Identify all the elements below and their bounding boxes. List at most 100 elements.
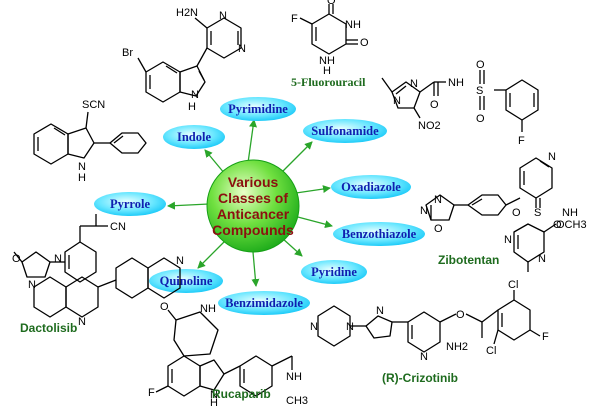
atom-o-4: O [476, 59, 485, 71]
atom-o-10: O [160, 301, 169, 313]
atom-n-7: N [434, 194, 442, 206]
structure-indole-thiocyanate: SCN N H [33, 99, 147, 184]
structure-bromoindole-pyrimidine: Br H2N N N N H [122, 7, 246, 113]
compound-label-fluorouracil: 5-Fluorouracil [291, 75, 366, 89]
atom-n-19: N [376, 305, 384, 317]
atom-cl-1: Cl [508, 279, 518, 291]
atom-n-13: N [54, 253, 62, 265]
arrow-pyrrole [167, 201, 210, 210]
atom-h2n: H2N [176, 7, 198, 19]
class-benzothiazole: Benzothiazole [333, 222, 425, 246]
class-label-indole: Indole [177, 130, 211, 144]
atom-n-15: N [176, 255, 184, 267]
atom-cn: CN [110, 221, 126, 233]
class-label-benzothiazole: Benzothiazole [342, 227, 417, 241]
atom-o-3: O [430, 99, 439, 111]
atom-nh-1: NH [345, 19, 361, 31]
structure-dactolisib: O CN N N N N Dactolisib [12, 214, 184, 335]
atom-br: Br [122, 47, 133, 59]
atom-o-2: O [360, 37, 369, 49]
class-label-pyrrole: Pyrrole [110, 197, 150, 211]
atom-n-2: N [238, 43, 246, 55]
hub-circle: Various Classes of Anticancer Compounds [206, 159, 300, 253]
atom-n-20: N [420, 351, 428, 363]
atom-h-3: H [78, 172, 86, 184]
atom-n-14: N [78, 316, 86, 328]
arrow-oxadiazole [295, 185, 331, 194]
compound-label-rucaparib: Rucaparib [212, 387, 271, 401]
atom-och3: OCH3 [556, 219, 587, 231]
atom-n-4: N [393, 95, 401, 107]
atom-n-11: N [538, 253, 546, 265]
class-label-pyrimidine: Pyrimidine [228, 102, 288, 116]
arrow-pyridine [281, 237, 303, 257]
class-label-benzimidazole: Benzimidazole [225, 296, 303, 310]
atom-n-1: N [219, 10, 227, 22]
atom-h-2: H [323, 65, 331, 77]
atom-cl-2: Cl [486, 345, 496, 357]
class-label-pyridine: Pyridine [311, 265, 357, 279]
class-indole: Indole [163, 125, 225, 149]
atom-nh-2: NH [319, 55, 335, 67]
atom-h-1: H [188, 101, 196, 113]
atom-o-5: O [476, 113, 485, 125]
atom-n-8: N [420, 205, 428, 217]
class-sulfonamide: Sulfonamide [303, 119, 387, 143]
structure-crizotinib: N N N N NH2 O Cl Cl F (R)-Crizotinib [310, 279, 549, 385]
class-pyridine: Pyridine [301, 260, 367, 284]
atom-o-8: O [553, 219, 562, 231]
atom-scn: SCN [82, 99, 105, 111]
arrow-sulfonamide [281, 141, 313, 173]
atom-f-3: F [148, 387, 155, 399]
structure-rucaparib: O NH F N H NH CH3 Rucaparib [148, 301, 308, 409]
structure-5-fluorouracil: O O F NH NH H 5-Fluorouracil [291, 0, 369, 89]
atom-o-1: O [327, 0, 336, 7]
atom-h-4: H [210, 397, 218, 409]
atom-n-10: N [504, 234, 512, 246]
class-label-oxadiazole: Oxadiazole [341, 180, 401, 194]
compound-label-dactolisib: Dactolisib [20, 321, 77, 335]
atom-s-2: S [534, 207, 541, 219]
arrow-benzothiazole [293, 215, 333, 229]
atom-n-5: N [410, 78, 418, 90]
atom-nh-3: NH [448, 77, 464, 89]
compound-label-zibotentan: Zibotentan [438, 253, 499, 267]
atom-o-9: O [12, 253, 21, 265]
class-label-sulfonamide: Sulfonamide [311, 124, 379, 138]
atom-f-1: F [291, 13, 298, 25]
atom-o-11: O [456, 309, 465, 321]
compound-label-crizotinib: (R)-Crizotinib [382, 371, 458, 385]
atom-n-3: N [191, 89, 199, 101]
atom-nh-4: NH [562, 207, 578, 219]
hub-line-3: Anticancer [217, 206, 290, 222]
atom-o-6: O [434, 223, 443, 235]
class-pyrimidine: Pyrimidine [220, 97, 296, 121]
arrow-benzimidazole [251, 251, 260, 287]
atom-n-9: N [548, 151, 556, 163]
class-oxadiazole: Oxadiazole [331, 175, 411, 199]
atom-n-16: N [210, 389, 218, 401]
atom-f-4: F [542, 331, 549, 343]
hub-line-2: Classes of [218, 190, 288, 206]
atom-n-17: N [310, 321, 318, 333]
structure-zibotentan: N N O N S O O NH OCH3 N N Zibotentan [420, 151, 587, 272]
atom-nh2: NH2 [446, 341, 468, 353]
atom-nh-6: NH [286, 371, 302, 383]
atom-n-6: N [78, 161, 86, 173]
atom-n-18: N [346, 321, 354, 333]
atom-o-7: O [512, 207, 521, 219]
atom-no2: NO2 [418, 120, 441, 132]
atom-nh-5: NH [200, 303, 216, 315]
class-label-quinoline: Quinoline [160, 274, 213, 288]
atom-ch3: CH3 [286, 395, 308, 407]
class-benzimidazole: Benzimidazole [218, 291, 310, 315]
atom-n-12: N [28, 279, 36, 291]
class-quinoline: Quinoline [149, 269, 223, 293]
hub-line-1: Various [228, 174, 279, 190]
atom-f-2: F [518, 135, 525, 147]
class-pyrrole: Pyrrole [94, 192, 166, 216]
hub-line-4: Compounds [212, 222, 294, 238]
structure-nitroimidazole-sulfonamide: N N O NH S O O NO2 F [381, 59, 539, 147]
atom-s-1: S [476, 85, 483, 97]
